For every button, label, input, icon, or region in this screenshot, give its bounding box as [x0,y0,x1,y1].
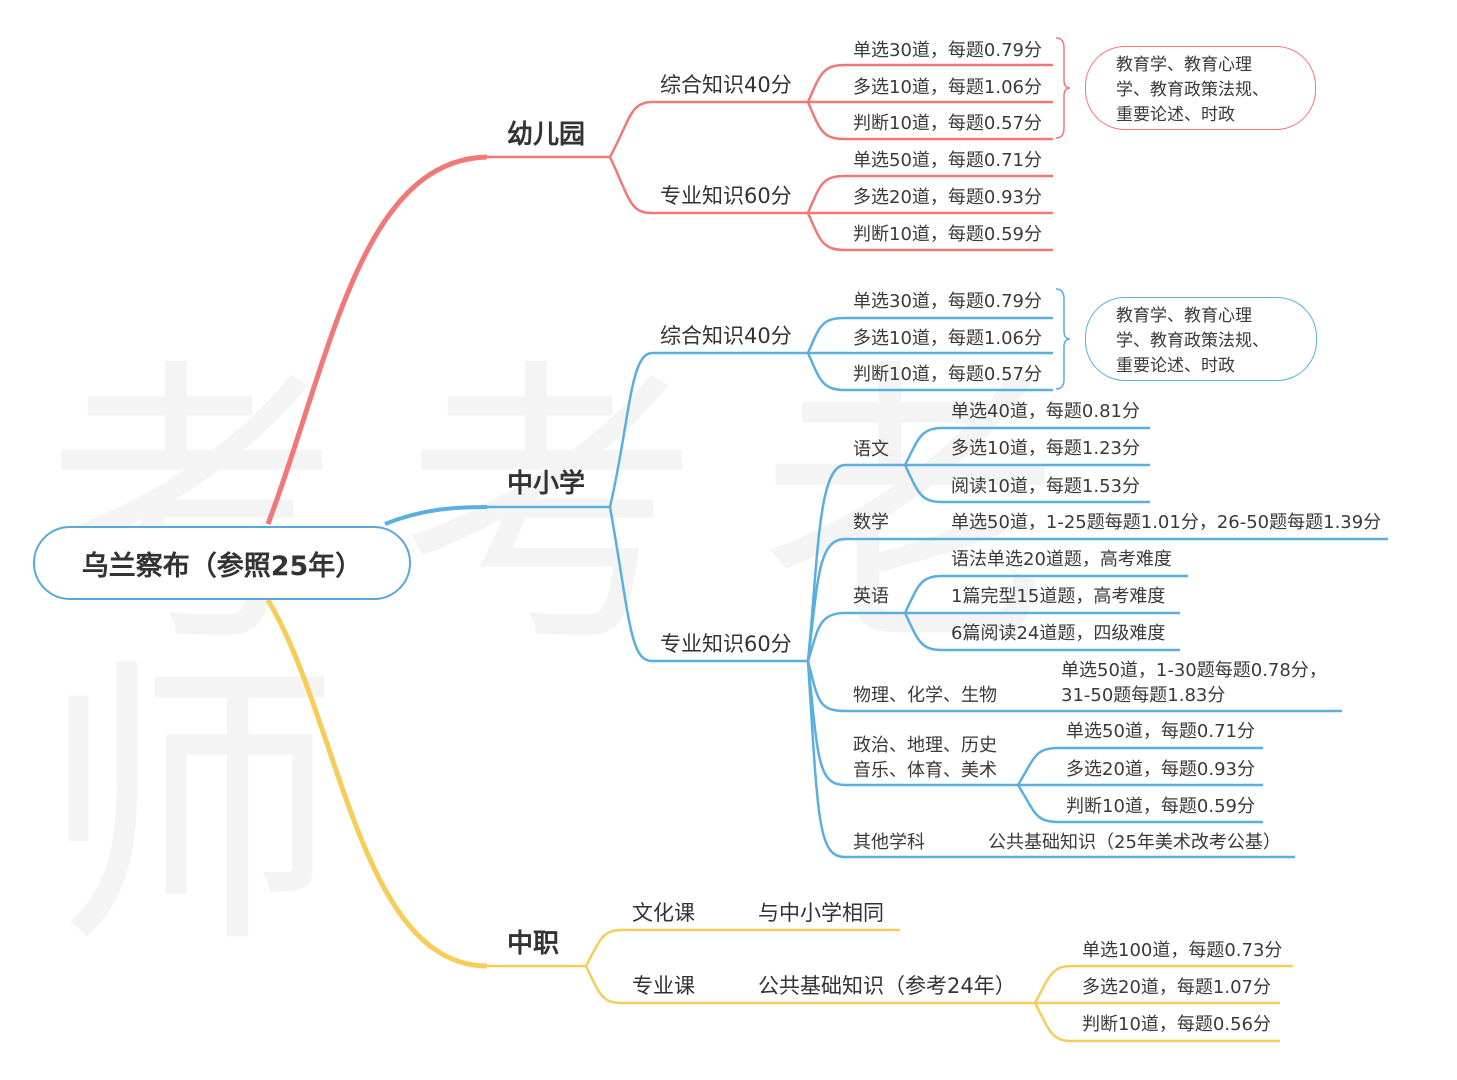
kindergarten-general-note: 教育学、教育心理 学、教育政策法规、 重要论述、时政 [1085,46,1316,130]
kindergarten-general-node: 综合知识40分 [660,73,792,97]
kindergarten-professional-item: 单选50道，每题0.71分 [853,150,1042,171]
vocational-professional-item: 公共基础知识（参考24年） [758,974,1016,998]
english-item: 语法单选20道题，高考难度 [951,549,1172,570]
primary-general-item: 单选30道，每题0.79分 [853,291,1042,312]
kindergarten-general-item: 多选10道，每题1.06分 [853,77,1042,98]
humanities-item: 判断10道，每题0.59分 [1066,796,1255,817]
humanities-item: 单选50道，每题0.71分 [1066,721,1255,742]
other-item: 公共基础知识（25年美术改考公基） [988,832,1281,853]
kindergarten-links [265,37,1071,525]
vocational-professional-node: 专业课 [632,974,695,998]
primary-node: 中小学 [507,469,586,499]
subject-english: 英语 [853,586,889,607]
kindergarten-professional-item: 多选20道，每题0.93分 [853,187,1042,208]
vocational-professional-subitem: 判断10道，每题0.56分 [1082,1014,1271,1035]
root-node: 乌兰察布（参照25年） [33,526,411,600]
kindergarten-professional-item: 判断10道，每题0.59分 [853,224,1042,245]
humanities-item: 多选20道，每题0.93分 [1066,759,1255,780]
subject-science: 物理、化学、生物 [853,685,997,706]
watermark: 考考老师 [40,335,1120,984]
primary-general-item: 多选10道，每题1.06分 [853,328,1042,349]
english-item: 6篇阅读24道题，四级难度 [951,623,1166,644]
primary-general-node: 综合知识40分 [660,324,792,348]
primary-professional-node: 专业知识60分 [660,632,792,656]
math-item: 单选50道，1-25题每题1.01分，26-50题每题1.39分 [951,512,1382,533]
subject-humanities-line: 音乐、体育、美术 [853,760,997,781]
subject-math: 数学 [853,512,889,533]
vocational-links [265,598,1293,1043]
vocational-culture-node: 文化课 [632,901,695,925]
kindergarten-general-item: 判断10道，每题0.57分 [853,113,1042,134]
subject-humanities-line: 政治、地理、历史 [853,735,997,756]
subject-chinese: 语文 [853,439,889,460]
chinese-item: 多选10道，每题1.23分 [951,438,1140,459]
kindergarten-professional-node: 专业知识60分 [660,184,792,208]
science-item-line: 31-50题每题1.83分 [1061,685,1226,706]
english-item: 1篇完型15道题，高考难度 [951,586,1166,607]
vocational-node: 中职 [507,929,560,959]
kindergarten-node: 幼儿园 [507,120,586,150]
kindergarten-general-item: 单选30道，每题0.79分 [853,40,1042,61]
science-item-line: 单选50道，1-30题每题0.78分， [1061,660,1327,681]
vocational-professional-subitem: 单选100道，每题0.73分 [1082,940,1283,961]
vocational-professional-subitem: 多选20道，每题1.07分 [1082,977,1271,998]
vocational-culture-item: 与中小学相同 [758,901,884,925]
chinese-item: 单选40道，每题0.81分 [951,401,1140,422]
primary-links [384,288,1388,859]
subject-other: 其他学科 [853,832,925,853]
chinese-item: 阅读10道，每题1.53分 [951,476,1140,497]
primary-general-note: 教育学、教育心理 学、教育政策法规、 重要论述、时政 [1085,297,1317,381]
primary-general-item: 判断10道，每题0.57分 [853,364,1042,385]
